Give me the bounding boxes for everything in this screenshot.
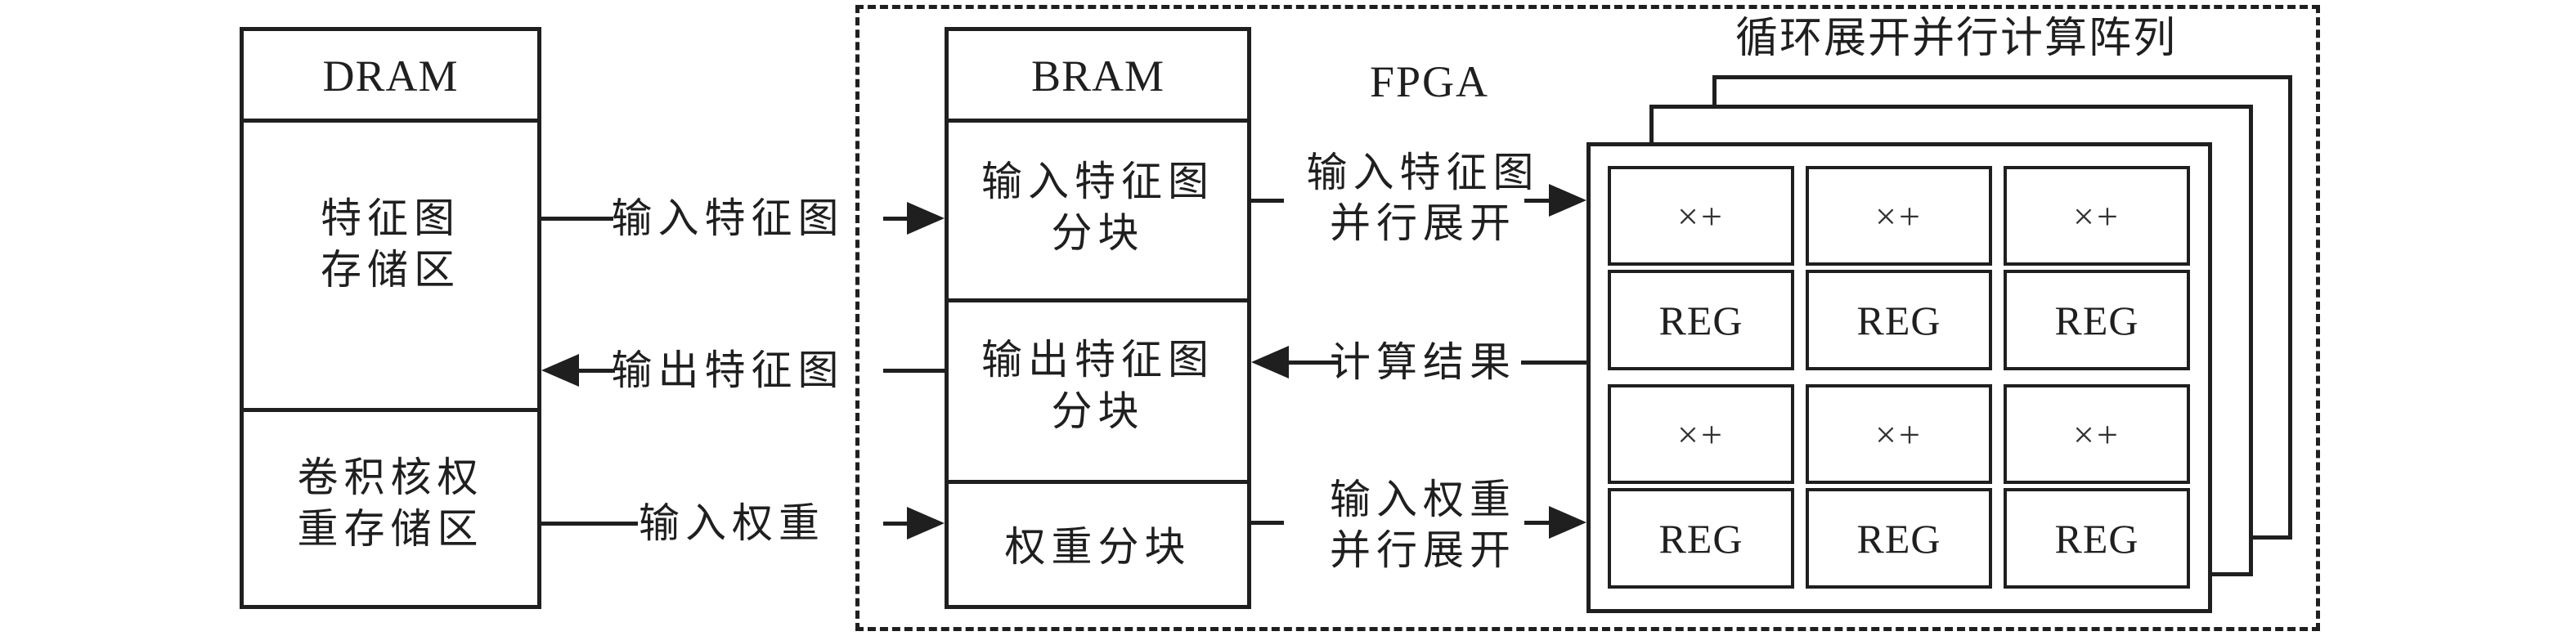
- link-result-line-left: [1286, 361, 1341, 365]
- arrowhead-right: [907, 202, 945, 235]
- link-unroll-weight-label-line2: 并行展开: [1330, 527, 1516, 573]
- multiply-add-symbol: ×+: [2073, 413, 2120, 455]
- link-unroll-weight-label: 输入权重 并行展开: [1300, 474, 1546, 576]
- bram-section-output-fmap-line2: 分块: [1051, 388, 1145, 434]
- pe-reg-box: REG: [1806, 488, 1992, 589]
- pe-reg-box: REG: [1806, 270, 1992, 370]
- multiply-add-symbol: ×+: [1677, 195, 1725, 237]
- bram-title: BRAM: [1030, 52, 1165, 101]
- pe-reg-box: REG: [2004, 488, 2190, 589]
- link-unroll-weight-label-line1: 输入权重: [1330, 477, 1516, 522]
- array-title: 循环展开并行计算阵列: [1735, 16, 2177, 62]
- reg-label: REG: [2054, 297, 2139, 343]
- arrowhead-right: [1549, 184, 1586, 217]
- pe-reg-box: REG: [1608, 488, 1794, 589]
- link-output-fmap-line-right: [883, 369, 945, 373]
- link-unroll-fmap-stub: [1251, 199, 1284, 203]
- link-unroll-weight-line: [1524, 521, 1552, 525]
- bram-section-input-fmap: 输入特征图 分块: [949, 156, 1247, 259]
- bram-box: BRAM 输入特征图 分块 输出特征图 分块 权重分块: [945, 27, 1251, 609]
- fpga-label: FPGA: [1369, 57, 1490, 106]
- reg-label: REG: [1856, 515, 1941, 562]
- link-result-line-right: [1521, 361, 1586, 365]
- pe-mac-box: ×+: [1806, 166, 1992, 266]
- pe-mac-box: ×+: [1608, 166, 1794, 266]
- pe-mac-box: ×+: [1806, 384, 1992, 484]
- arrowhead-left: [1251, 346, 1289, 378]
- dram-section-featuremap-line1: 特征图: [321, 195, 460, 241]
- fpga-boundary: [855, 5, 2320, 631]
- reg-label: REG: [2054, 515, 2139, 562]
- bram-divider-1: [949, 298, 1247, 302]
- dram-title: DRAM: [322, 52, 459, 101]
- link-input-weight-line-left: [541, 522, 638, 526]
- bram-section-weight-tiles: 权重分块: [1004, 524, 1192, 570]
- reg-label: REG: [1658, 515, 1744, 562]
- reg-label: REG: [1658, 297, 1744, 343]
- link-input-fmap-line-left: [541, 217, 613, 221]
- dram-section-featuremap-line2: 存储区: [321, 247, 460, 293]
- link-input-fmap-label: 输入特征图: [611, 195, 845, 241]
- link-input-fmap-line-right: [883, 217, 909, 221]
- bram-divider-2: [949, 480, 1247, 484]
- dram-section-featuremap: 特征图 存储区: [244, 193, 537, 296]
- link-output-fmap-label: 输出特征图: [611, 347, 845, 393]
- link-unroll-fmap-line: [1524, 199, 1552, 203]
- pe-mac-box: ×+: [2004, 166, 2190, 266]
- bram-section-input-fmap-line1: 输入特征图: [981, 159, 1214, 204]
- pe-reg-box: REG: [1608, 270, 1794, 370]
- dram-box: DRAM 特征图 存储区 卷积核权 重存储区: [240, 27, 541, 609]
- arrowhead-left: [541, 354, 579, 387]
- dram-section-weights-line1: 卷积核权: [297, 455, 484, 500]
- pe-mac-box: ×+: [1608, 384, 1794, 484]
- link-unroll-weight-stub: [1251, 521, 1284, 525]
- bram-section-output-fmap-line1: 输出特征图: [981, 337, 1214, 383]
- arrowhead-right: [1549, 506, 1586, 539]
- bram-section-output-fmap: 输出特征图 分块: [949, 334, 1247, 437]
- link-result-label: 计算结果: [1330, 339, 1516, 385]
- arrowhead-right: [907, 507, 945, 540]
- multiply-add-symbol: ×+: [1875, 413, 1923, 455]
- reg-label: REG: [1856, 297, 1941, 343]
- link-unroll-fmap-label-line2: 并行展开: [1330, 200, 1516, 246]
- link-output-fmap-line-left: [577, 369, 615, 373]
- multiply-add-symbol: ×+: [2073, 195, 2120, 237]
- link-input-weight-label: 输入权重: [639, 500, 825, 546]
- dram-section-weights: 卷积核权 重存储区: [244, 452, 537, 555]
- bram-header-divider: [949, 119, 1247, 123]
- multiply-add-symbol: ×+: [1677, 413, 1725, 455]
- bram-section-input-fmap-line2: 分块: [1051, 210, 1145, 256]
- dram-section-divider: [244, 408, 537, 412]
- pe-reg-box: REG: [2004, 270, 2190, 370]
- link-input-weight-line-right: [883, 522, 909, 526]
- dram-header-divider: [244, 119, 537, 123]
- multiply-add-symbol: ×+: [1875, 195, 1923, 237]
- pe-mac-box: ×+: [2004, 384, 2190, 484]
- link-unroll-fmap-label: 输入特征图 并行展开: [1300, 147, 1546, 249]
- dram-section-weights-line2: 重存储区: [297, 506, 484, 552]
- link-unroll-fmap-label-line1: 输入特征图: [1306, 150, 1540, 195]
